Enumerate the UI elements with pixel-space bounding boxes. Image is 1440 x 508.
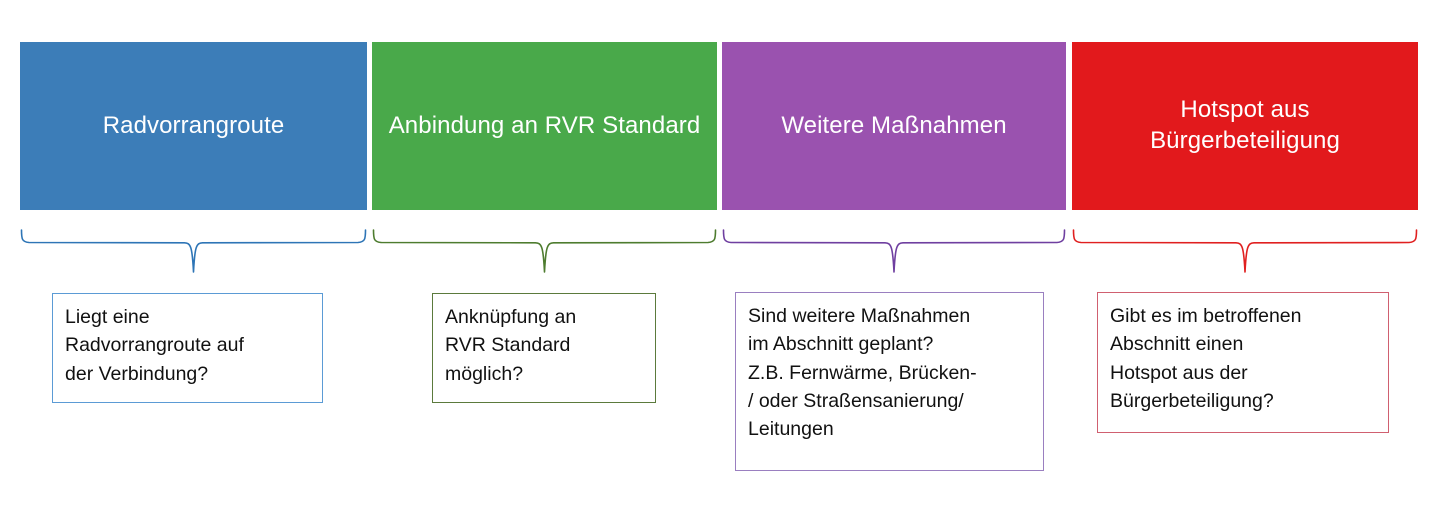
brace-connector-radvorrangroute bbox=[20, 229, 367, 273]
brace-connector-anbindung-rvr-standard bbox=[372, 229, 717, 273]
question-box-anbindung-rvr-standard[interactable]: Anknüpfung an RVR Standard möglich? bbox=[432, 293, 656, 403]
header-box-anbindung-rvr-standard[interactable]: Anbindung an RVR Standard bbox=[372, 42, 717, 210]
header-box-label: Anbindung an RVR Standard bbox=[388, 111, 701, 139]
brace-path bbox=[372, 229, 717, 273]
brace-path bbox=[722, 229, 1066, 273]
header-box-label: Weitere Maßnahmen bbox=[781, 111, 1007, 139]
question-box-radvorrangroute[interactable]: Liegt eine Radvorrangroute auf der Verbi… bbox=[52, 293, 323, 403]
header-box-radvorrangroute[interactable]: Radvorrangroute bbox=[20, 42, 367, 210]
question-box-hotspot-buergerbeteiligung[interactable]: Gibt es im betroffenen Abschnitt einen H… bbox=[1097, 292, 1389, 433]
brace-connector-hotspot-buergerbeteiligung bbox=[1072, 229, 1418, 273]
question-box-weitere-massnahmen[interactable]: Sind weitere Maßnahmen im Abschnitt gepl… bbox=[735, 292, 1044, 471]
brace-path bbox=[20, 229, 367, 273]
brace-connector-weitere-massnahmen bbox=[722, 229, 1066, 273]
brace-path bbox=[1072, 229, 1418, 273]
header-box-weitere-massnahmen[interactable]: Weitere Maßnahmen bbox=[722, 42, 1066, 210]
header-box-hotspot-buergerbeteiligung[interactable]: Hotspot aus Bürgerbeteiligung bbox=[1072, 42, 1418, 210]
header-box-label: Hotspot aus Bürgerbeteiligung bbox=[1150, 96, 1340, 154]
header-box-label: Radvorrangroute bbox=[102, 111, 285, 139]
